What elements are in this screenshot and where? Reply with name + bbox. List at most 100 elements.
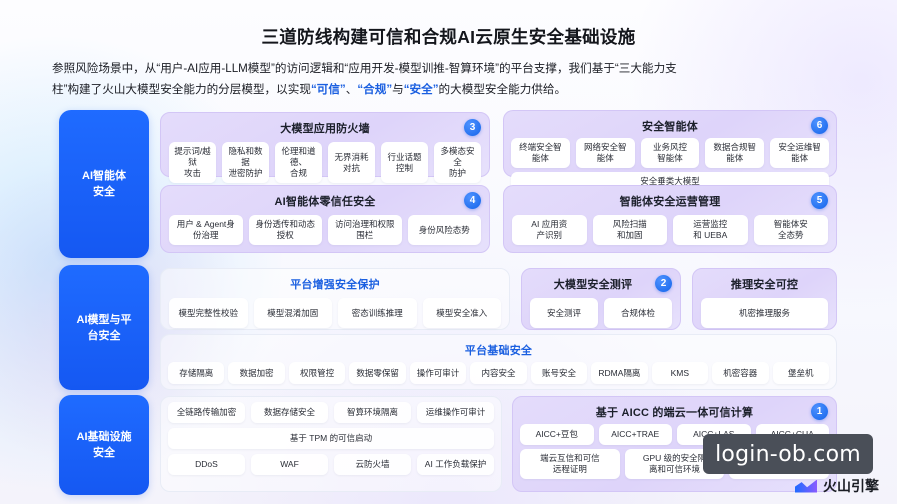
subtitle-sep-2: 与 — [392, 83, 404, 96]
subtitle-sep-1: 、 — [345, 83, 358, 96]
panel-platform-enhanced-protection[interactable]: 平台增强安全保护 模型完整性校验 模型混淆加固 密态训练推理 模型安全准入 — [160, 268, 510, 330]
chip-item[interactable]: 网络安全智 能体 — [575, 138, 635, 168]
panel-llm-app-firewall[interactable]: 大模型应用防火墙 3 提示词/越狱 攻击 隐私和数据 泄密防护 伦理和道德、 合… — [160, 112, 490, 183]
chip-item[interactable]: 数据零保留 — [349, 362, 406, 384]
subtitle-line-2b: 的大模型安全能力供给。 — [438, 83, 567, 96]
chip-item[interactable]: 无界消耗 对抗 — [328, 142, 375, 183]
panel-title: 安全智能体 — [642, 121, 698, 133]
watermark-overlay: login-ob.com — [703, 434, 873, 474]
chip-item[interactable]: 账号安全 — [530, 362, 588, 384]
chip-row: 基于 TPM 的可信启动 — [161, 423, 501, 449]
chip-item[interactable]: AI 工作负载保护 — [417, 454, 494, 475]
panel-platform-base-security[interactable]: 平台基础安全 存储隔离 数据加密 权限管控 数据零保留 操作可审计 内容安全 账… — [160, 334, 837, 390]
chip-item[interactable]: WAF — [251, 454, 328, 475]
chip-item[interactable]: 端云互信和可信 远程证明 — [520, 449, 620, 479]
chip-item[interactable]: 数据存储安全 — [251, 402, 328, 423]
chip-item[interactable]: 风险扫描 和加固 — [592, 215, 667, 245]
chip-row: AI 应用资 产识别 风险扫描 和加固 运营监控 和 UEBA 智能体安 全态势 — [504, 209, 836, 253]
chip-row: 存储隔离 数据加密 权限管控 数据零保留 操作可审计 内容安全 账号安全 RDM… — [161, 358, 836, 391]
panel-agent-security-operations[interactable]: 智能体安全运营管理 5 AI 应用资 产识别 风险扫描 和加固 运营监控 和 U… — [503, 185, 837, 253]
badge-2: 2 — [655, 275, 672, 292]
chip-item[interactable]: 智能体安 全态势 — [753, 215, 828, 245]
panel-title: 推理安全可控 — [730, 279, 799, 291]
panel-infrastructure-security[interactable]: 全链路传输加密 数据存储安全 智算环境隔离 运维操作可审计 基于 TPM 的可信… — [160, 396, 502, 492]
page-title: 三道防线构建可信和合规AI云原生安全基础设施 — [261, 27, 636, 47]
highlight-compliant: “合规” — [357, 83, 393, 96]
chip-row: 模型完整性校验 模型混淆加固 密态训练推理 模型安全准入 — [161, 292, 509, 336]
panel-title: 基于 AICC 的端云一体可信计算 — [595, 407, 754, 419]
chip-item[interactable]: 运维操作可审计 — [417, 402, 494, 423]
chip-item[interactable]: 密态训练推理 — [338, 298, 417, 328]
chip-item[interactable]: DDoS — [168, 454, 245, 475]
subtitle-line-1: 参照风险场景中，从“用户-AI应用-LLM模型”的访问逻辑和“应用开发-模型训推… — [52, 62, 677, 75]
chip-item[interactable]: 云防火墙 — [334, 454, 411, 475]
chip-item[interactable]: 存储隔离 — [168, 362, 225, 384]
badge-4: 4 — [464, 192, 481, 209]
chip-item[interactable]: 身份透传和动态 授权 — [248, 215, 322, 245]
panel-controllable-inference-security[interactable]: 推理安全可控 机密推理服务 — [692, 268, 837, 330]
panel-title: 大模型安全测评 — [553, 279, 633, 291]
chip-item[interactable]: 内容安全 — [470, 362, 527, 384]
chip-tpm-trusted-boot[interactable]: 基于 TPM 的可信启动 — [168, 428, 494, 449]
panel-agent-zero-trust[interactable]: AI智能体零信任安全 4 用户 & Agent身 份治理 身份透传和动态 授权 … — [160, 185, 490, 253]
page-subtitle: 参照风险场景中，从“用户-AI应用-LLM模型”的访问逻辑和“应用开发-模型训推… — [52, 58, 845, 100]
chip-row: 终端安全智 能体 网络安全智 能体 业务风控 智能体 数据合规智 能体 安全运维… — [504, 134, 836, 168]
chip-item[interactable]: AICC+TRAE — [598, 424, 672, 445]
chip-item[interactable]: 数据加密 — [228, 362, 285, 384]
chip-item[interactable]: 多模态安全 防护 — [434, 142, 481, 183]
panel-title: 平台基础安全 — [464, 345, 533, 357]
chip-item[interactable]: 合规体检 — [604, 298, 672, 328]
badge-6: 6 — [811, 117, 828, 134]
chip-item[interactable]: 行业话题 控制 — [381, 142, 428, 183]
chip-item[interactable]: 模型安全准入 — [422, 298, 501, 328]
subtitle-line-2a: 柱”构建了火山大模型安全能力的分层模型，以实现 — [52, 83, 311, 96]
chip-item[interactable]: 机密推理服务 — [701, 298, 828, 328]
panel-security-agents[interactable]: 安全智能体 6 终端安全智 能体 网络安全智 能体 业务风控 智能体 数据合规智… — [503, 110, 837, 191]
pillar-agent-security[interactable]: AI智能体 安全 — [59, 110, 149, 258]
badge-5: 5 — [811, 192, 828, 209]
chip-item[interactable]: GPU 级的安全隔 离和可信环境 — [624, 449, 725, 479]
chip-item[interactable]: 安全运维智 能体 — [770, 138, 829, 168]
chip-item[interactable]: 数据合规智 能体 — [705, 138, 765, 168]
chip-row: 用户 & Agent身 份治理 身份透传和动态 授权 访问治理和权限 围栏 身份… — [161, 209, 489, 253]
chip-item[interactable]: 身份风险态势 — [407, 215, 481, 245]
chip-item[interactable]: 权限管控 — [288, 362, 346, 384]
chip-item[interactable]: 操作可审计 — [409, 362, 467, 384]
chip-item[interactable]: AICC+豆包 — [520, 424, 594, 445]
chip-item[interactable]: 访问治理和权限 围栏 — [328, 215, 402, 245]
chip-item[interactable]: 用户 & Agent身 份治理 — [169, 215, 243, 245]
chip-row: DDoS WAF 云防火墙 AI 工作负载保护 — [161, 449, 501, 482]
badge-3: 3 — [464, 119, 481, 136]
chip-item[interactable]: 伦理和道德、 合规 — [275, 142, 322, 183]
pillar-model-platform-security[interactable]: AI模型与平 台安全 — [59, 265, 149, 390]
chip-item[interactable]: 机密容器 — [712, 362, 769, 384]
chip-item[interactable]: RDMA隔离 — [591, 362, 648, 384]
highlight-secure: “安全” — [403, 83, 439, 96]
badge-1: 1 — [811, 403, 828, 420]
chip-item[interactable]: 终端安全智 能体 — [511, 138, 570, 168]
chip-item[interactable]: AI 应用资 产识别 — [512, 215, 587, 245]
pillar-infrastructure-security[interactable]: AI基础设施 安全 — [59, 395, 149, 495]
brand-logo: 火山引擎 — [795, 476, 879, 496]
chip-row: 全链路传输加密 数据存储安全 智算环境隔离 运维操作可审计 — [161, 397, 501, 423]
chip-item[interactable]: KMS — [651, 362, 709, 384]
panel-title: 大模型应用防火墙 — [280, 123, 370, 135]
chip-item[interactable]: 安全测评 — [530, 298, 598, 328]
highlight-trustworthy: “可信” — [310, 83, 346, 96]
chip-item[interactable]: 隐私和数据 泄密防护 — [222, 142, 269, 183]
chip-item[interactable]: 堡垒机 — [772, 362, 829, 384]
chip-row: 安全测评 合规体检 — [522, 292, 680, 336]
chip-item[interactable]: 业务风控 智能体 — [640, 138, 700, 168]
panel-title: 平台增强安全保护 — [290, 279, 380, 291]
panel-llm-security-evaluation[interactable]: 大模型安全测评 2 安全测评 合规体检 — [521, 268, 681, 330]
panel-title: 智能体安全运营管理 — [619, 196, 721, 208]
chip-item[interactable]: 全链路传输加密 — [168, 402, 245, 423]
panel-title: AI智能体零信任安全 — [274, 196, 376, 208]
chip-item[interactable]: 提示词/越狱 攻击 — [169, 142, 216, 183]
chip-row: 机密推理服务 — [693, 292, 836, 336]
volcano-mark-icon — [795, 479, 817, 493]
chip-item[interactable]: 运营监控 和 UEBA — [673, 215, 748, 245]
chip-item[interactable]: 智算环境隔离 — [334, 402, 411, 423]
chip-item[interactable]: 模型完整性校验 — [169, 298, 248, 328]
chip-item[interactable]: 模型混淆加固 — [253, 298, 332, 328]
